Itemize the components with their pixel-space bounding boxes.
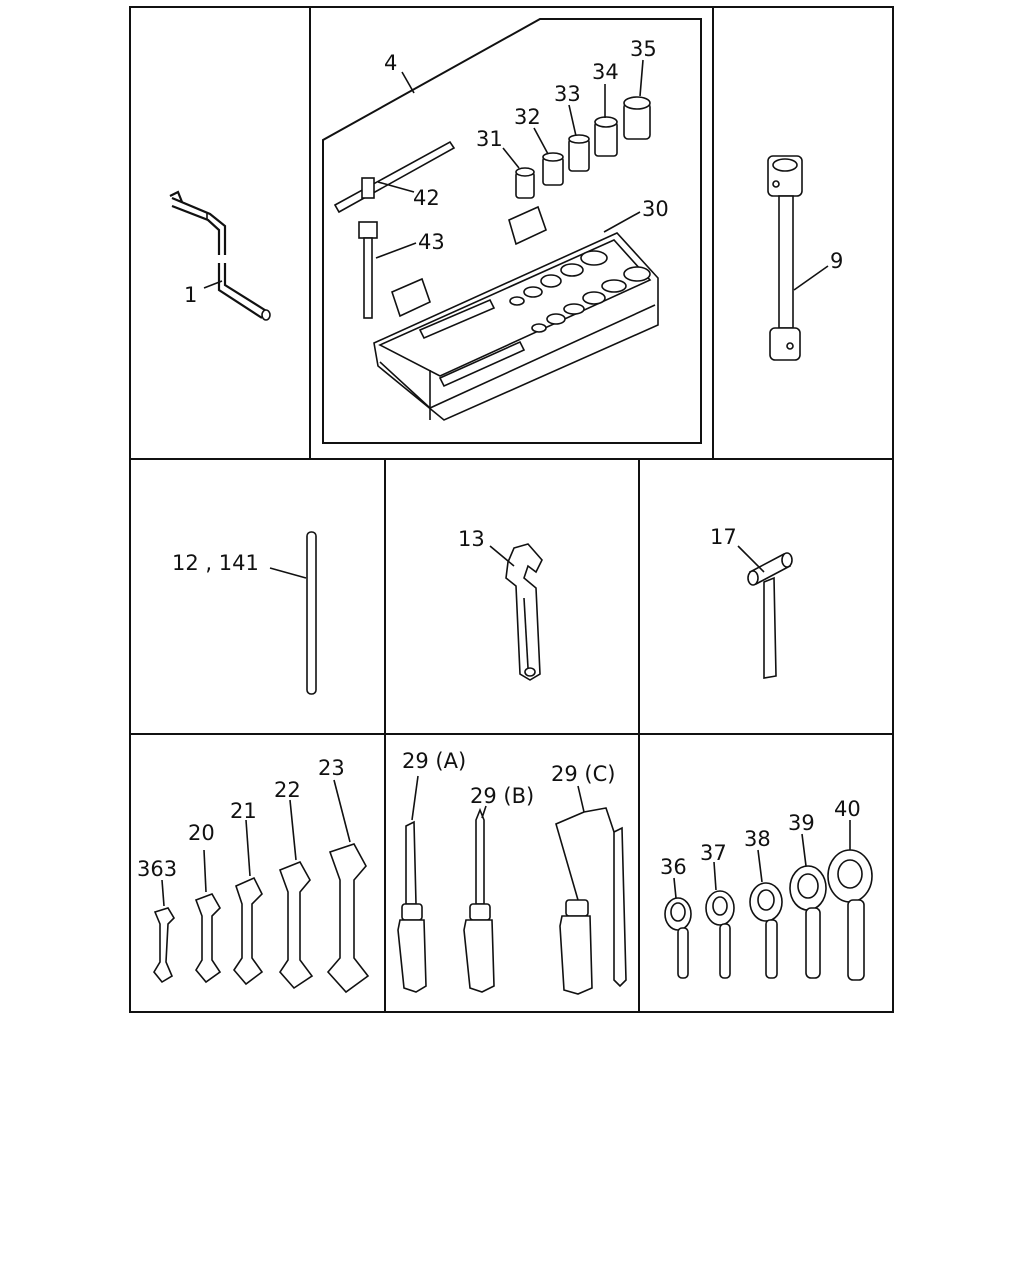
leader-43	[375, 242, 417, 259]
ring-wrench-38-icon	[749, 882, 783, 979]
part-label-22: 22	[274, 778, 301, 802]
leader-23	[333, 779, 351, 843]
part-label-23: 23	[318, 756, 345, 780]
leader-21	[245, 819, 251, 877]
cell-ring-wrenches: 36 37 38 39 40	[660, 797, 873, 981]
box-wrench-icon	[767, 155, 803, 361]
part-label-29a: 29 (A)	[402, 749, 466, 773]
ring-wrench-39-icon	[789, 865, 827, 979]
hammer-icon	[747, 552, 793, 679]
leader-13	[489, 545, 515, 567]
leader-4	[401, 71, 415, 94]
cell-jack-handle: 1	[169, 190, 271, 321]
rod-icon	[306, 531, 317, 695]
leader-37	[713, 861, 717, 891]
diagram-grid	[129, 6, 894, 1013]
open-end-wrench-21-icon	[232, 876, 264, 986]
cell-hammer: 17	[710, 525, 793, 679]
part-label-363: 363	[137, 857, 177, 881]
part-label-21: 21	[230, 799, 257, 823]
screwdriver-a-icon	[397, 820, 427, 993]
part-label-42: 42	[413, 186, 440, 210]
cell-box-wrench: 9	[767, 155, 843, 361]
part-label-17: 17	[710, 525, 737, 549]
socket-set-boundary	[322, 18, 702, 444]
part-label-9: 9	[830, 249, 843, 273]
leader-36	[673, 877, 677, 899]
part-label-4: 4	[384, 51, 397, 75]
part-label-39: 39	[788, 811, 815, 835]
open-end-wrench-22-icon	[278, 860, 314, 990]
screwdriver-c-icon	[559, 826, 627, 995]
jack-handle-icon	[169, 190, 271, 321]
ring-wrench-37-icon	[705, 890, 735, 979]
leader-33	[568, 104, 577, 137]
leader-42	[377, 181, 415, 193]
cell-adjustable-wrench: 13	[458, 527, 543, 681]
cell-open-end-wrenches: 363 20 21 22 23	[137, 756, 370, 994]
part-label-33: 33	[554, 82, 581, 106]
ring-wrench-36-icon	[664, 897, 692, 979]
part-label-37: 37	[700, 841, 727, 865]
leader-363	[161, 879, 165, 907]
socket-35-icon	[623, 96, 651, 140]
open-end-wrench-20-icon	[194, 893, 222, 984]
leader-29a	[411, 775, 419, 821]
part-label-29b: 29 (B)	[470, 784, 534, 808]
part-label-43: 43	[418, 230, 445, 254]
ring-wrench-40-icon	[827, 849, 873, 981]
leader-29b	[481, 805, 487, 819]
screwdriver-b-icon	[463, 807, 495, 993]
part-label-40: 40	[834, 797, 861, 821]
part-label-29c: 29 (C)	[551, 762, 615, 786]
leader-12	[269, 567, 307, 579]
leader-29c	[555, 785, 615, 901]
extension-bar-icon	[358, 221, 378, 319]
part-label-31: 31	[476, 127, 503, 151]
part-label-12-141: 12 , 141	[172, 551, 259, 575]
leader-31	[502, 147, 520, 169]
cell-socket-set: 4 42 43	[322, 18, 702, 444]
leader-9	[793, 265, 829, 291]
leader-32	[533, 127, 549, 155]
leader-22	[289, 799, 297, 861]
leader-39	[801, 833, 807, 867]
leader-38	[757, 849, 763, 883]
tommy-bar-icon	[333, 140, 456, 214]
part-label-34: 34	[592, 60, 619, 84]
socket-set-case-icon	[373, 205, 659, 421]
socket-34-icon	[594, 116, 618, 157]
leader-1	[203, 280, 223, 289]
leader-35	[639, 59, 644, 97]
leader-20	[203, 849, 207, 893]
part-label-13: 13	[458, 527, 485, 551]
open-end-wrench-23-icon	[326, 843, 370, 994]
leader-30	[603, 211, 641, 233]
leader-17	[737, 545, 765, 573]
open-end-wrench-363-icon	[153, 907, 176, 984]
part-label-32: 32	[514, 105, 541, 129]
part-label-36: 36	[660, 855, 687, 879]
cell-rod: 12 , 141	[172, 531, 317, 695]
part-label-35: 35	[630, 37, 657, 61]
part-label-30: 30	[642, 197, 669, 221]
part-label-20: 20	[188, 821, 215, 845]
cell-screwdrivers: 29 (A) 29 (B) 29 (C)	[397, 749, 627, 995]
socket-32-icon	[542, 152, 564, 186]
adjustable-wrench-icon	[505, 543, 543, 681]
part-label-38: 38	[744, 827, 771, 851]
socket-31-icon	[515, 167, 535, 199]
socket-33-icon	[568, 134, 590, 172]
part-label-1: 1	[184, 283, 197, 307]
